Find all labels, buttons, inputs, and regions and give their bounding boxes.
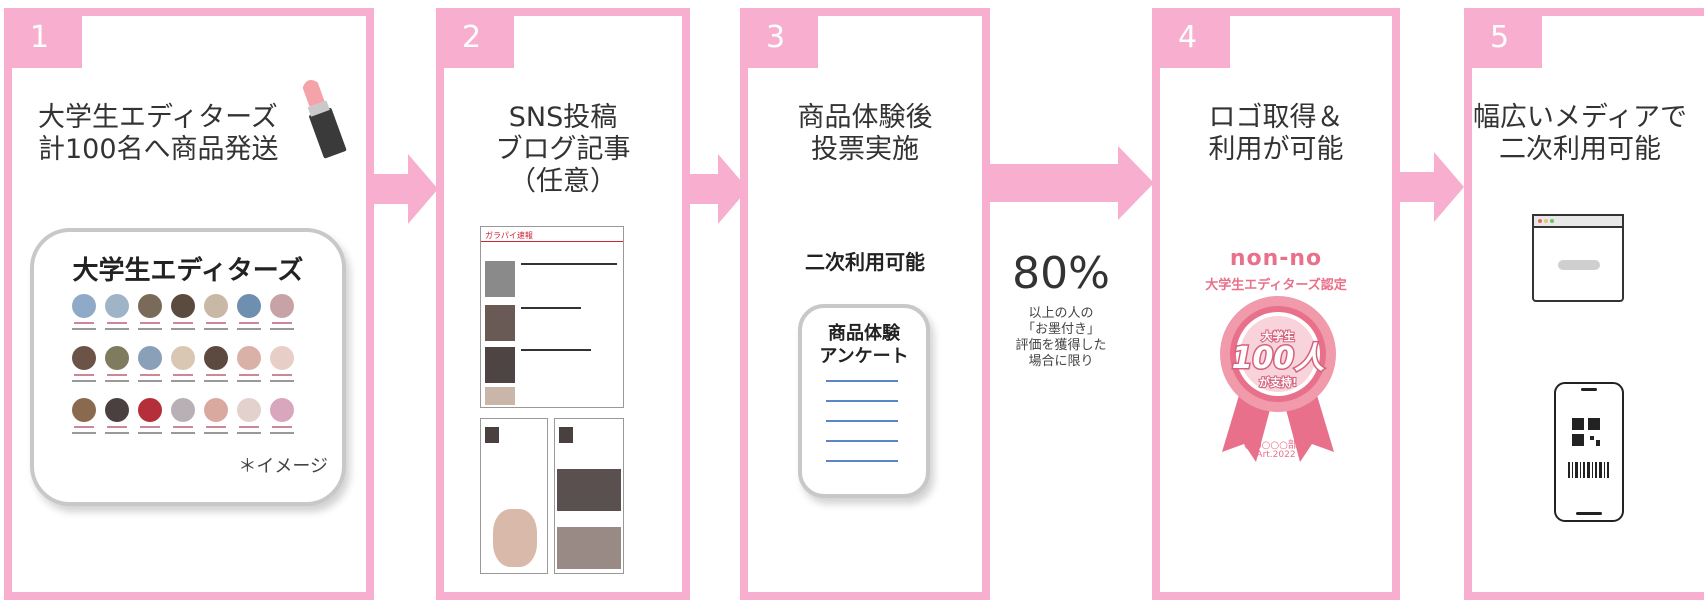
step-title: 商品体験後 投票実施 bbox=[797, 102, 933, 165]
step-number: 3 bbox=[740, 8, 818, 68]
survey-line bbox=[826, 420, 898, 422]
step-number: 2 bbox=[436, 8, 514, 68]
step-4-panel: 4 ロゴ取得＆ 利用が可能 大学生 100人 が支持! non-no 大学生エデ… bbox=[1152, 8, 1400, 600]
blog-screenshot: ガラパイ速報 bbox=[480, 226, 624, 408]
badge-line4: が支持! bbox=[1259, 375, 1297, 389]
blog-header: ガラパイ速報 bbox=[485, 231, 533, 240]
sns-post-screenshot-2 bbox=[554, 418, 624, 574]
step-title: SNS投稿 ブログ記事 （任意） bbox=[495, 102, 631, 197]
step-title: 大学生エディターズ 計100名へ商品発送 bbox=[38, 102, 279, 165]
stat-value: 80% bbox=[1012, 248, 1110, 299]
secondary-use-label: 二次利用可能 bbox=[805, 250, 925, 274]
editor-avatars-grid bbox=[72, 294, 294, 434]
editors-card-title: 大学生エディターズ bbox=[72, 256, 304, 286]
badge-line3: 100人 bbox=[1232, 341, 1325, 376]
arrow-right-icon bbox=[372, 154, 438, 224]
lipstick-icon bbox=[302, 80, 347, 159]
step-2-panel: 2 SNS投稿 ブログ記事 （任意） ガラパイ速報 bbox=[436, 8, 690, 600]
step-number: 1 bbox=[4, 8, 82, 68]
step-number: 4 bbox=[1152, 8, 1230, 68]
badge-line6: Art.2022 bbox=[1256, 450, 1296, 460]
survey-line bbox=[826, 380, 898, 382]
step-number: 5 bbox=[1464, 8, 1542, 68]
step-5-panel: 5 幅広いメディアで 二次利用可能 bbox=[1464, 8, 1704, 600]
editors-card: 大学生エディターズ ＊イメージ bbox=[30, 228, 346, 506]
step-title: 幅広いメディアで 二次利用可能 bbox=[1472, 102, 1688, 165]
survey-card: 商品体験 アンケート bbox=[798, 304, 930, 498]
badge-line5: ○○○○○部門 bbox=[1244, 440, 1308, 451]
survey-line bbox=[826, 460, 898, 462]
stat-caption: 以上の人の 「お墨付き」 評価を獲得した 場合に限り bbox=[1015, 306, 1107, 369]
badge-brand: non-no bbox=[1229, 246, 1323, 271]
survey-line bbox=[826, 440, 898, 442]
browser-window-icon bbox=[1532, 214, 1624, 302]
survey-line bbox=[826, 400, 898, 402]
badge-line1: 大学生エディターズ認定 bbox=[1205, 278, 1347, 293]
arrow-right-icon bbox=[1398, 152, 1464, 222]
step-title: ロゴ取得＆ 利用が可能 bbox=[1208, 102, 1344, 165]
award-badge-icon: 大学生 100人 が支持! bbox=[1220, 296, 1336, 462]
survey-title: 商品体験 アンケート bbox=[819, 323, 909, 367]
step-3-panel: 3 商品体験後 投票実施 二次利用可能 商品体験 アンケート bbox=[740, 8, 990, 600]
arrow-right-icon bbox=[982, 146, 1154, 220]
sns-post-screenshot-1 bbox=[480, 418, 548, 574]
badge-line2: 大学生 bbox=[1262, 329, 1295, 343]
image-note: ＊イメージ bbox=[238, 456, 328, 477]
step-1-panel: 1 大学生エディターズ 計100名へ商品発送 大学生エディターズ bbox=[4, 8, 374, 600]
smartphone-qr-icon bbox=[1554, 382, 1624, 522]
arrow-right-icon bbox=[688, 154, 748, 224]
